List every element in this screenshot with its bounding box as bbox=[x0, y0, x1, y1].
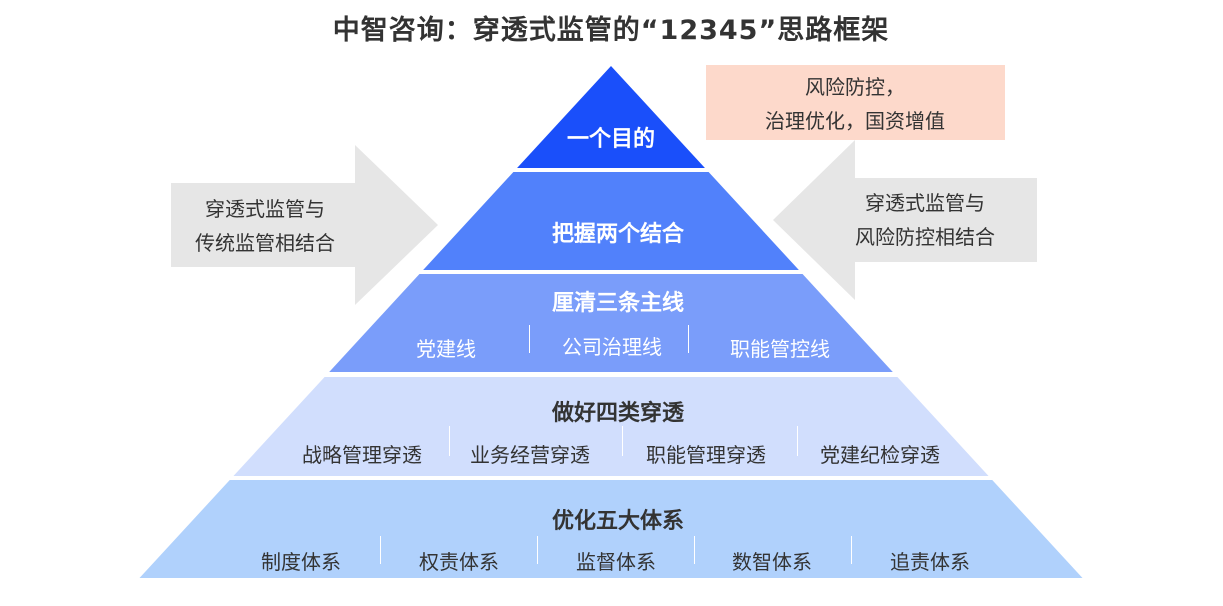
pyramid-level-2 bbox=[423, 172, 799, 270]
left-arrow-line1: 穿透式监管与 bbox=[205, 197, 325, 221]
pyramid-level-5 bbox=[139, 480, 1083, 578]
left-arrow-line2: 传统监管相结合 bbox=[195, 231, 335, 255]
pyramid-level-4 bbox=[233, 377, 989, 476]
goal-box-line1: 风险防控， bbox=[805, 75, 905, 99]
level-4-item: 党建纪检穿透 bbox=[820, 443, 940, 467]
right-arrow-shape bbox=[773, 140, 1037, 300]
pyramid-level-3 bbox=[329, 274, 893, 372]
level-5-item: 权责体系 bbox=[419, 550, 499, 574]
page-title: 中智咨询：穿透式监管的“12345”思路框架 bbox=[332, 15, 890, 46]
left-arrow-label: 穿透式监管与 传统监管相结合 bbox=[195, 192, 335, 260]
pyramid-level-1 bbox=[517, 66, 705, 168]
right-arrow-label: 穿透式监管与 风险防控相结合 bbox=[855, 186, 995, 254]
level-3-item: 职能管控线 bbox=[730, 337, 830, 361]
level-3-item: 公司治理线 bbox=[562, 335, 662, 359]
divider bbox=[688, 325, 689, 353]
divider bbox=[537, 536, 538, 564]
goal-box-line2: 治理优化，国资增值 bbox=[765, 109, 945, 133]
divider bbox=[529, 325, 530, 353]
level-4-item: 业务经营穿透 bbox=[470, 443, 590, 467]
level-5-item: 制度体系 bbox=[261, 550, 341, 574]
divider bbox=[797, 426, 798, 456]
level-5-heading: 优化五大体系 bbox=[551, 509, 685, 534]
level-5-item: 追责体系 bbox=[890, 550, 970, 574]
goal-box: 风险防控， 治理优化，国资增值 bbox=[765, 70, 945, 138]
divider bbox=[851, 536, 852, 564]
divider bbox=[449, 426, 450, 456]
divider bbox=[380, 536, 381, 564]
level-3-heading: 厘清三条主线 bbox=[551, 291, 685, 316]
left-arrow-shape bbox=[171, 145, 438, 305]
level-5-item: 数智体系 bbox=[732, 550, 812, 574]
level-4-item: 职能管理穿透 bbox=[646, 443, 766, 467]
level-2-heading: 把握两个结合 bbox=[551, 222, 685, 247]
level-1-heading: 一个目的 bbox=[566, 127, 656, 152]
divider bbox=[694, 536, 695, 564]
right-arrow-line2: 风险防控相结合 bbox=[855, 225, 995, 249]
goal-box-shape bbox=[706, 65, 1005, 140]
level-4-item: 战略管理穿透 bbox=[302, 443, 422, 467]
level-4-heading: 做好四类穿透 bbox=[551, 401, 685, 426]
right-arrow-line1: 穿透式监管与 bbox=[865, 191, 985, 215]
divider bbox=[622, 426, 623, 456]
level-5-item: 监督体系 bbox=[576, 550, 656, 574]
level-3-item: 党建线 bbox=[416, 337, 476, 361]
